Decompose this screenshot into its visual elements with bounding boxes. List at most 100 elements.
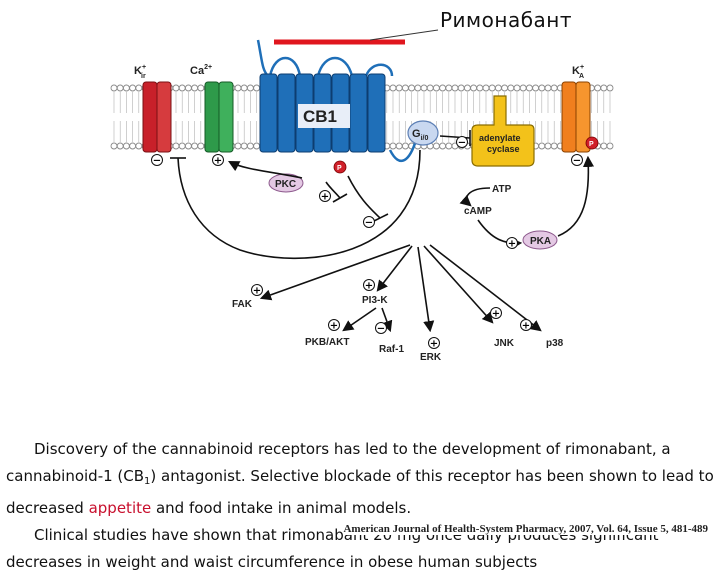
svg-text:+: + — [253, 286, 261, 297]
lipid-head — [110, 84, 118, 92]
svg-text:−: − — [377, 324, 385, 335]
lipid-head — [550, 84, 558, 92]
lipid-head — [594, 84, 602, 92]
svg-text:+: + — [508, 239, 516, 250]
target-pi3k: PI3-K — [362, 295, 388, 306]
cb1-label: CB1 — [303, 107, 337, 126]
lipid-head — [538, 142, 546, 150]
lipid-head — [600, 142, 608, 150]
calcium-channel — [204, 81, 234, 153]
plus-badge-8: + — [251, 284, 263, 297]
svg-text:P: P — [337, 165, 342, 172]
lipid-head — [191, 142, 199, 150]
plus-badge-14: + — [520, 319, 532, 332]
minus-badge-1: − — [151, 154, 163, 167]
lipid-head — [600, 84, 608, 92]
svg-text:−: − — [365, 218, 373, 229]
paragraph-discovery: Discovery of the cannabinoid receptors h… — [6, 440, 714, 517]
plus-badge-12: + — [428, 337, 440, 350]
lipid-head — [420, 84, 428, 92]
lipid-head — [197, 142, 205, 150]
lipid-head — [501, 84, 509, 92]
lipid-head — [426, 84, 434, 92]
plus-badge-7: + — [506, 237, 518, 250]
cb1-helix-2 — [277, 73, 296, 153]
lipid-head — [234, 84, 242, 92]
plus-badge-3: + — [319, 190, 331, 203]
lipid-head — [439, 84, 447, 92]
lipid-head — [457, 84, 465, 92]
lipid-head — [246, 84, 254, 92]
lipid-head — [135, 142, 143, 150]
lipid-head — [172, 84, 180, 92]
plus-badge-9: + — [363, 279, 375, 292]
highlight-appetite: appetite — [88, 499, 152, 517]
atp-label: ATP — [492, 184, 512, 195]
minus-badge-11: − — [375, 322, 387, 335]
cb1-helix-7 — [367, 73, 386, 153]
kir-channel — [142, 81, 172, 153]
lipid-head — [432, 84, 440, 92]
lipid-head — [240, 84, 248, 92]
cb1-receptor — [259, 73, 386, 153]
lipid-head — [525, 84, 533, 92]
lipid-head — [401, 84, 409, 92]
lipid-head — [129, 84, 137, 92]
ca-label: Ca2+ — [190, 64, 212, 77]
lipid-head — [482, 84, 490, 92]
lipid-head — [395, 84, 403, 92]
citation: American Journal of Health-System Pharma… — [343, 523, 708, 535]
svg-text:+: + — [492, 309, 500, 320]
kir-label: K+ir — [134, 64, 146, 80]
lipid-head — [445, 142, 453, 150]
pkc-label: PKC — [275, 179, 296, 190]
lipid-head — [513, 84, 521, 92]
cb1-helix-6 — [349, 73, 368, 153]
target-raf1: Raf-1 — [379, 344, 404, 355]
plus-badge-10: + — [328, 319, 340, 332]
ka-label: K+A — [572, 64, 584, 80]
lipid-head — [439, 142, 447, 150]
lipid-head — [432, 142, 440, 150]
minus-badge-6: − — [571, 154, 583, 167]
lipid-head — [401, 142, 409, 150]
svg-text:P: P — [589, 141, 594, 148]
lipid-head — [532, 84, 540, 92]
plus-badge-2: + — [212, 154, 224, 167]
phospho-dot-ka: P — [585, 136, 599, 150]
lipid-head — [451, 84, 459, 92]
adenylate-cyclase — [471, 95, 535, 167]
lipid-head — [172, 142, 180, 150]
cb1-label-background — [298, 104, 350, 128]
lipid-head — [389, 142, 397, 150]
pkc-node — [268, 173, 304, 193]
lipid-head — [519, 84, 527, 92]
cb1-extracellular-loops — [256, 39, 394, 77]
lipid-head — [234, 142, 242, 150]
lipid-head — [116, 84, 124, 92]
target-jnk: JNK — [494, 338, 515, 349]
minus-badge-5: − — [456, 136, 468, 149]
lipid-head — [240, 142, 248, 150]
lipid-head — [445, 84, 453, 92]
plus-badge-13: + — [490, 307, 502, 320]
lipid-head — [395, 142, 403, 150]
target-erk: ERK — [420, 352, 442, 363]
lipid-head — [606, 84, 614, 92]
target-fak: FAK — [232, 299, 253, 310]
lipid-head — [494, 84, 502, 92]
description-text: Discovery of the cannabinoid receptors h… — [6, 436, 718, 576]
camp-label: cAMP — [464, 206, 492, 217]
lipid-head — [544, 142, 552, 150]
lipid-head — [191, 84, 199, 92]
lipid-head — [178, 84, 186, 92]
lipid-head — [470, 84, 478, 92]
g-protein — [407, 120, 439, 146]
minus-badge-4: − — [363, 216, 375, 229]
lipid-head — [488, 84, 496, 92]
lipid-head — [184, 142, 192, 150]
lipid-head — [122, 142, 130, 150]
cb1-helix-1 — [259, 73, 278, 153]
g-protein-label: Gi/0 — [412, 128, 428, 142]
